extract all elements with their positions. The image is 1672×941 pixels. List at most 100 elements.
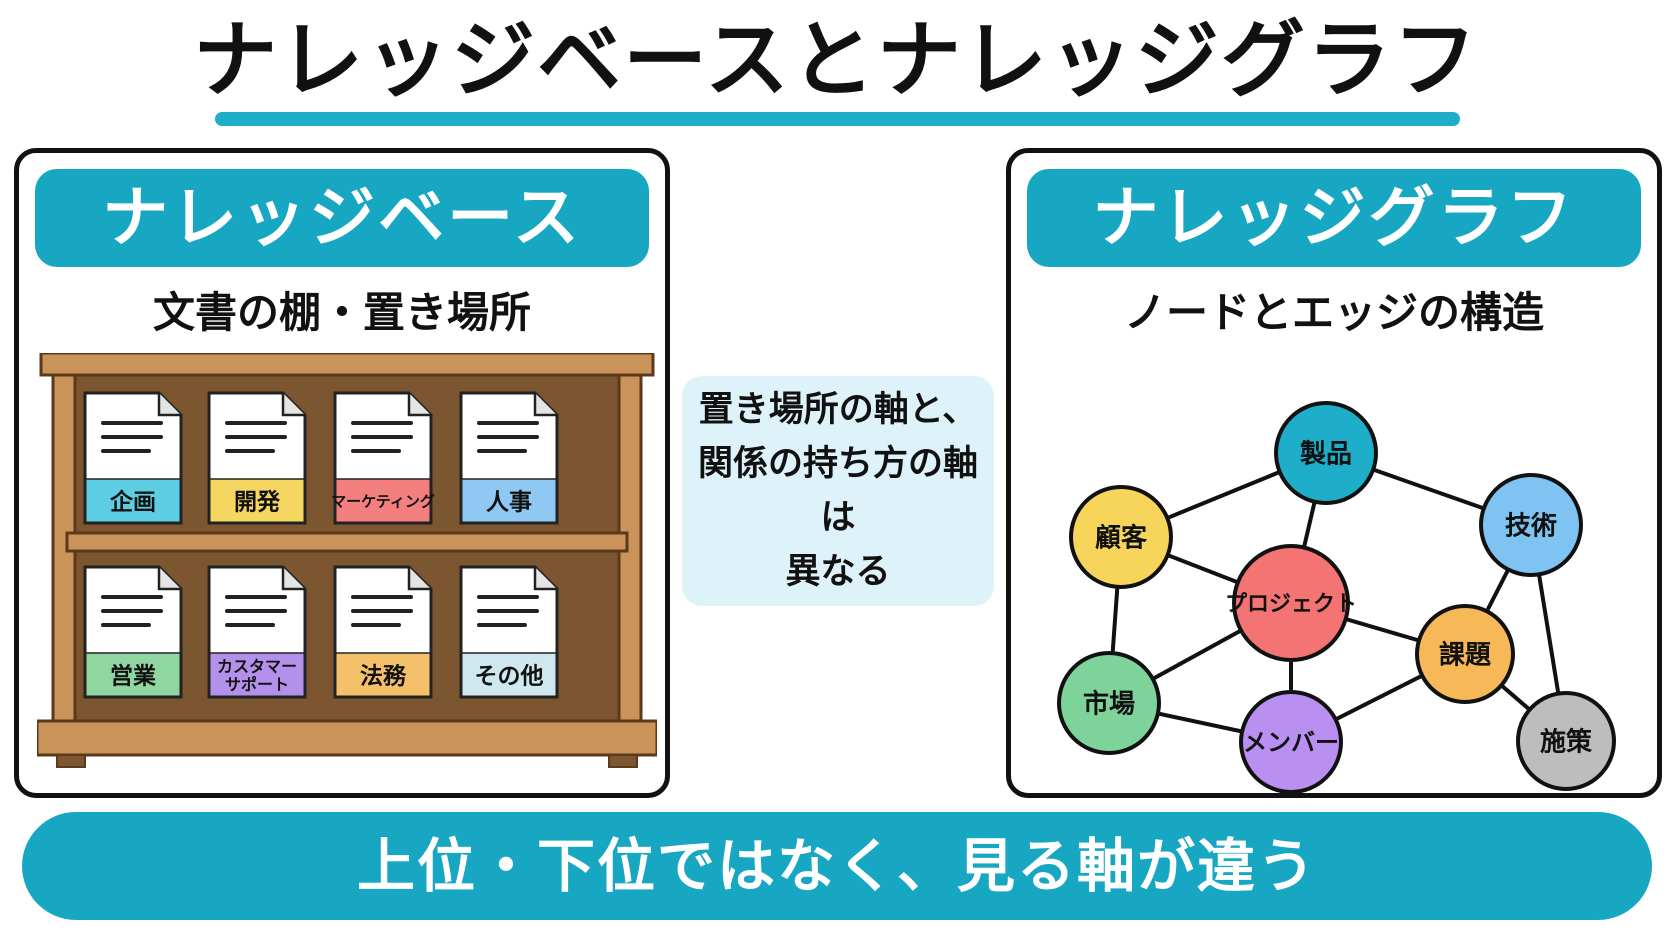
knowledge-base-header: ナレッジベース [35,169,649,267]
document-color-band [462,653,556,696]
document-text-line [351,435,413,439]
document-fold [281,393,305,417]
graph-node-label: 技術 [1505,511,1557,541]
title-underline [215,112,1460,126]
document-fold [407,567,431,591]
document-card[interactable]: 企画 [83,391,183,525]
shelf-top [39,353,655,377]
graph-node-label: 施策 [1540,726,1592,757]
document-label: 企画 [109,488,156,515]
document-card[interactable]: マーケティング [331,391,435,525]
knowledge-graph-header: ナレッジグラフ [1027,169,1641,267]
document-color-band [210,479,304,522]
graph-node-seihin[interactable]: 製品 [1274,401,1378,505]
graph-node-label: メンバー [1243,729,1339,757]
document-label: マーケティング [331,492,435,510]
graph-node-circle [1274,401,1378,505]
document-color-band [86,653,180,696]
document-text-line [101,623,151,627]
document-text-line [101,595,163,599]
document-label: 法務 [360,662,407,689]
document-text-line [225,595,287,599]
document-text-line [225,421,287,425]
document-text-line [477,609,539,613]
document-fold [533,393,557,417]
center-note-line-3: 異なる [785,552,891,592]
document-text-line [477,595,539,599]
document-text-line [477,623,527,627]
graph-node-circle [1069,485,1173,589]
document-fold [407,393,431,417]
document-fold [157,567,181,591]
document-card[interactable]: 営業 [83,565,183,699]
document-text-line [101,421,163,425]
graph-node-label: プロジェクト [1225,592,1357,617]
document-label: カスタマー [217,657,297,676]
document-text-line [225,609,287,613]
shelf-middle-board [65,531,629,553]
document-text-line [225,435,287,439]
document-card[interactable]: 人事 [459,391,559,525]
center-note-line-1: 置き場所の軸と、 [698,390,978,430]
shelf-bottom [37,719,657,757]
document-label: その他 [475,663,544,689]
document-text-line [101,449,151,453]
graph-node-circle [1415,604,1515,704]
center-note-line-2: 関係の持ち方の軸は [697,444,978,538]
document-text-line [351,421,413,425]
graph-node-label: 顧客 [1095,522,1148,553]
document-card[interactable]: 開発 [207,391,307,525]
graph-node-circle [1057,651,1161,755]
document-color-band [86,479,180,522]
document-label: 営業 [110,662,157,689]
graph-node-project[interactable]: プロジェクト [1225,544,1357,662]
graph-node-kadai[interactable]: 課題 [1415,604,1515,704]
graph-node-circle [1232,544,1350,662]
document-label: 開発 [234,489,281,515]
graph-node-label: 課題 [1439,639,1492,670]
knowledge-graph-subtitle: ノードとエッジの構造 [1123,288,1544,337]
document-text-line [477,435,539,439]
graph-node-circle [1516,691,1616,791]
document-label: サポート [225,675,289,694]
document-text-line [351,449,401,453]
document-text-line [477,449,527,453]
knowledge-base-subtitle: 文書の棚・置き場所 [152,288,531,337]
document-fold [533,567,557,591]
document-text-line [351,595,413,599]
document-text-line [477,421,539,425]
document-fold [157,393,181,417]
bookshelf: 企画開発マーケティング人事営業カスタマーサポート法務その他 [37,353,657,768]
document-text-line [225,449,275,453]
graph-node-shisaku[interactable]: 施策 [1516,691,1616,791]
document-color-band [462,479,556,522]
shelf-foot-left [56,754,86,768]
document-text-line [101,609,163,613]
knowledge-graph-panel: ナレッジグラフ ノードとエッジの構造 製品顧客 技術プロジェクト課題市場メンバー 施… [1006,148,1662,798]
graph-node-member[interactable]: メンバー [1239,690,1343,793]
page-title: ナレッジベースとナレッジグラフ [193,11,1479,109]
document-text-line [225,623,275,627]
bottom-banner: 上位・下位ではなく、見る軸が違う [22,812,1652,920]
document-color-band [336,653,430,696]
graph-node-shijo[interactable]: 市場 [1057,651,1161,755]
knowledge-base-panel: ナレッジベース 文書の棚・置き場所 企画 開発 マーケティング 人事営業 カスタマーサポ… [14,148,670,798]
document-fold [281,567,305,591]
document-color-band [336,479,430,522]
graph-node-label: 市場 [1083,688,1135,719]
graph-node-label: 製品 [1300,439,1352,469]
shelf-foot-right [608,754,638,768]
document-text-line [101,435,163,439]
document-text-line [351,623,401,627]
document-card[interactable]: その他 [459,565,559,699]
document-card[interactable]: 法務 [333,565,433,699]
graph-node-kokyaku[interactable]: 顧客 [1069,485,1173,589]
document-label: 人事 [486,489,532,515]
graph-node-gijutsu[interactable]: 技術 [1479,473,1583,577]
document-text-line [351,609,413,613]
center-note: 置き場所の軸と、 関係の持ち方の軸は 異なる [682,376,994,606]
graph-node-circle [1479,473,1583,577]
graph-node-circle [1239,690,1343,793]
